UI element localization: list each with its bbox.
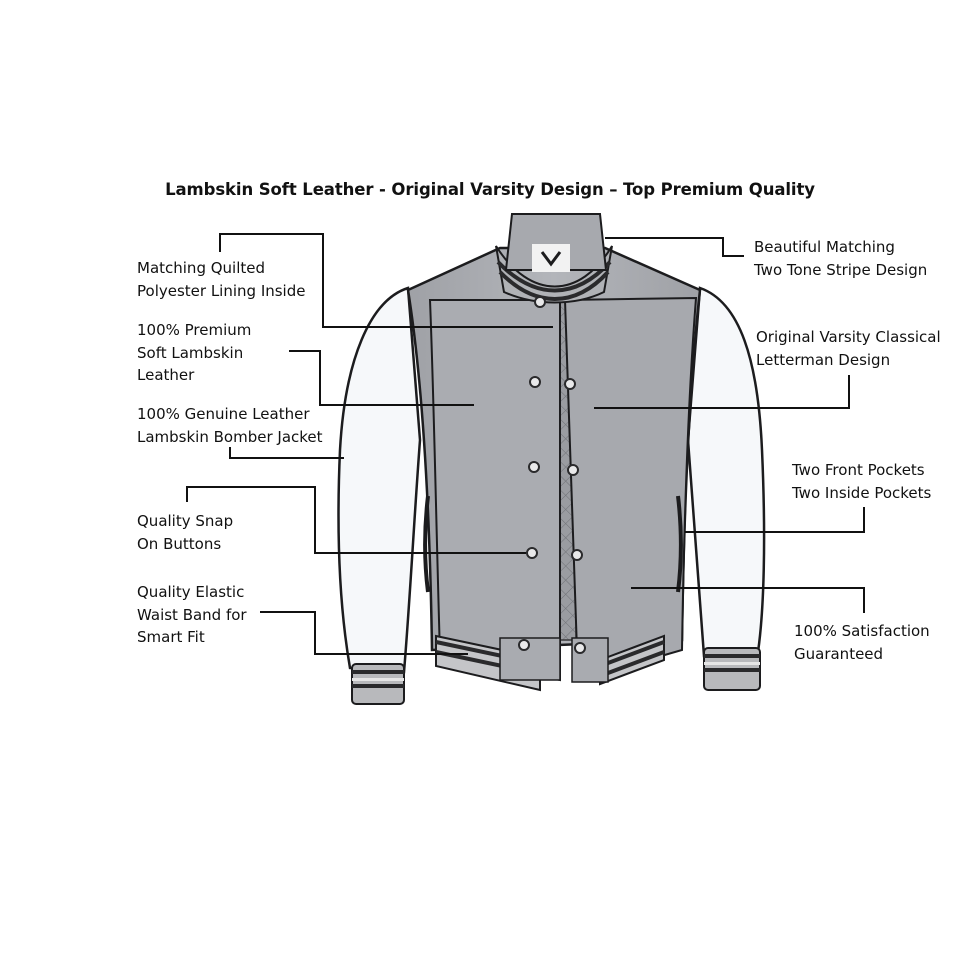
- line-genuine-leather: [229, 447, 344, 459]
- callout-quilted-lining: Matching Quilted Polyester Lining Inside: [137, 259, 306, 300]
- callout-elastic-waist: Quality Elastic Waist Band for Smart Fit: [137, 583, 247, 646]
- callout-lines: [186, 233, 865, 655]
- callout-stripe-design: Beautiful Matching Two Tone Stripe Desig…: [754, 238, 928, 279]
- right-sleeve: [686, 286, 766, 658]
- brand-logo: [532, 244, 570, 272]
- line-satisfaction: [631, 587, 865, 613]
- callout-satisfaction: 100% Satisfaction Guaranteed: [794, 622, 930, 663]
- callout-letterman-design: Original Varsity Classical Letterman Des…: [756, 328, 941, 369]
- callout-snap-buttons: Quality Snap On Buttons: [137, 512, 234, 553]
- page-title: Lambskin Soft Leather - Original Varsity…: [165, 180, 815, 199]
- line-stripe-design: [605, 237, 744, 257]
- line-elastic-waist: [260, 611, 468, 655]
- line-letterman-design: [594, 375, 850, 409]
- left-sleeve: [337, 286, 422, 674]
- snap-buttons: [518, 296, 586, 654]
- line-pockets: [685, 507, 865, 533]
- line-quilted-lining: [219, 233, 553, 328]
- collar: [495, 245, 613, 304]
- left-cuff: [351, 663, 405, 705]
- line-premium-lambskin: [289, 350, 474, 406]
- line-snap-buttons: [186, 486, 526, 554]
- callout-pockets: Two Front Pockets Two Inside Pockets: [792, 461, 932, 502]
- waistband: [435, 634, 665, 692]
- right-cuff: [703, 647, 761, 691]
- callout-premium-lambskin: 100% Premium Soft Lambskin Leather: [137, 321, 252, 384]
- callout-genuine-leather: 100% Genuine Leather Lambskin Bomber Jac…: [137, 405, 323, 446]
